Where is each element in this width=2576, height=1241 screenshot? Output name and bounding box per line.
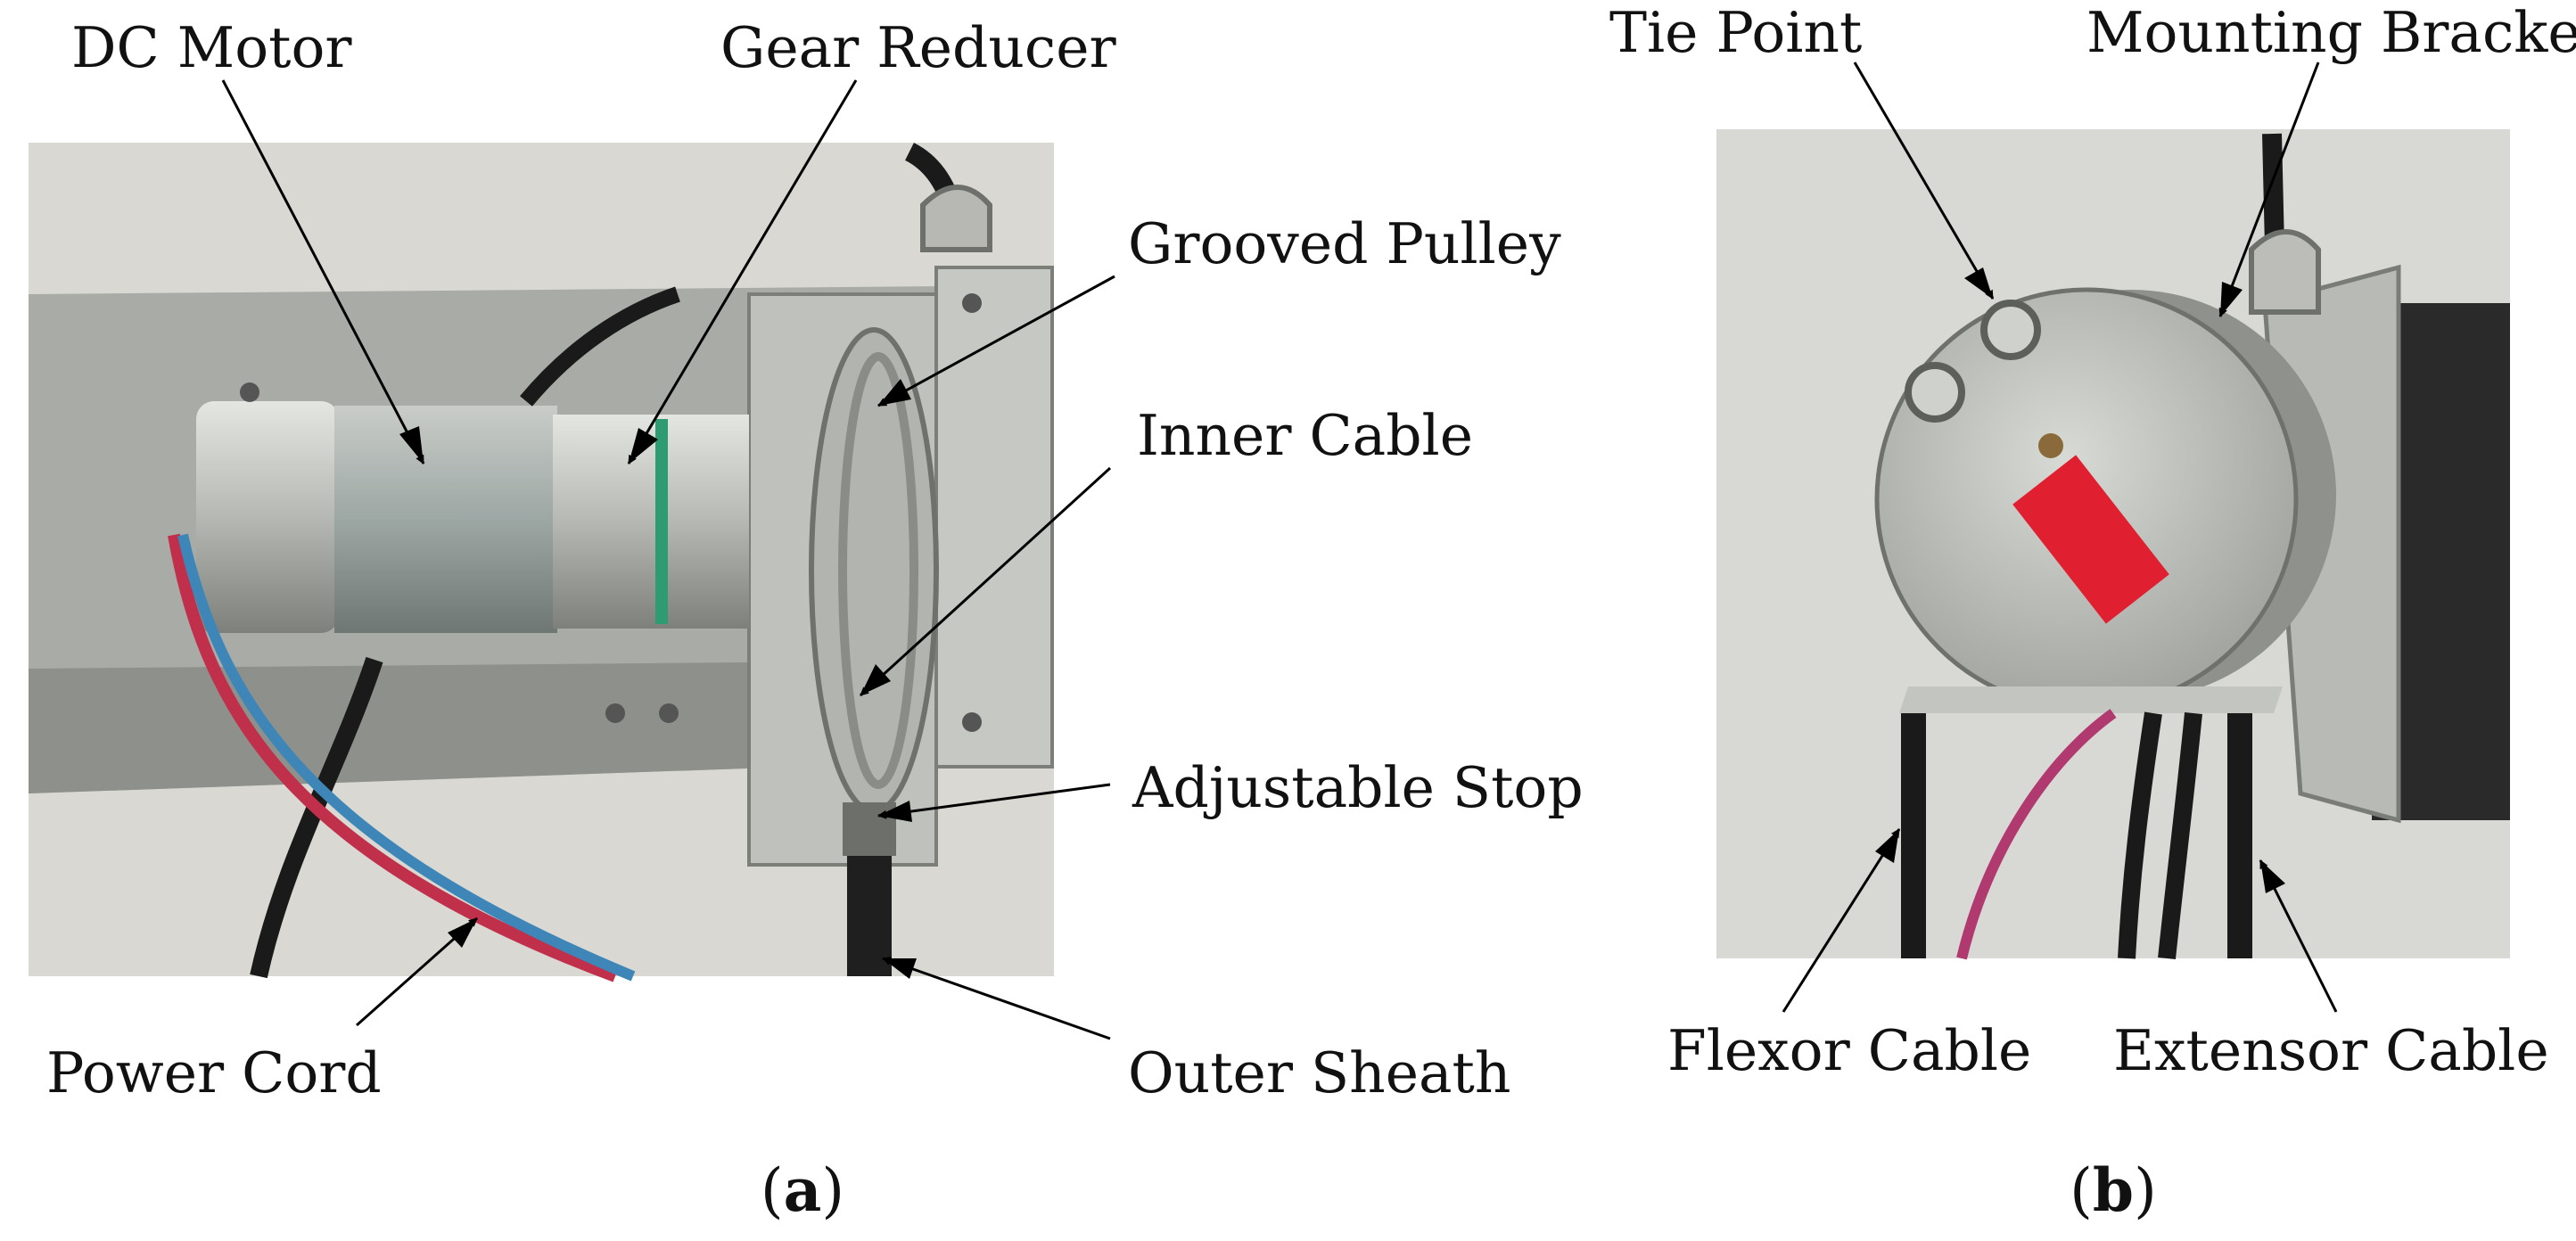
center-pin bbox=[2038, 433, 2063, 458]
label-extensor-cable: Extensor Cable bbox=[2113, 1018, 2549, 1083]
caption-b: (b) bbox=[2070, 1155, 2157, 1225]
label-outer-sheath: Outer Sheath bbox=[1128, 1040, 1510, 1105]
photo-b bbox=[1716, 129, 2510, 960]
arrowhead bbox=[1875, 829, 1899, 863]
extensor-sheath bbox=[2227, 713, 2252, 958]
base-plate-b bbox=[1899, 686, 2283, 713]
labels-a: DC Motor Gear Reducer Grooved Pulley Inn… bbox=[46, 15, 1584, 1105]
arrowhead bbox=[629, 428, 658, 464]
arrowhead bbox=[2220, 282, 2243, 316]
label-grooved-pulley: Grooved Pulley bbox=[1128, 211, 1561, 276]
green-stripe bbox=[655, 419, 668, 624]
leader-mounting-bracket bbox=[2218, 62, 2320, 317]
arrowhead bbox=[1964, 267, 1993, 299]
motor-rear-cap bbox=[196, 401, 339, 633]
photo-a bbox=[29, 143, 1054, 982]
leader-inner-cable bbox=[859, 466, 1112, 697]
flexor-sheath bbox=[1901, 713, 1926, 958]
bracket-side-a bbox=[934, 266, 1054, 768]
label-adjustable-stop: Adjustable Stop bbox=[1132, 755, 1584, 820]
caption-b-letter: b bbox=[2093, 1155, 2134, 1225]
red-tag bbox=[2012, 455, 2169, 624]
leaders bbox=[221, 62, 2338, 1040]
tie-point-hole-2 bbox=[1905, 362, 1965, 423]
arrowhead bbox=[883, 958, 917, 979]
screw bbox=[605, 703, 625, 723]
arrowhead bbox=[2260, 860, 2285, 893]
twisted-wire-b bbox=[1956, 709, 2117, 960]
leader-flexor-cable bbox=[1782, 828, 1901, 1013]
d-ring-b bbox=[2249, 229, 2321, 315]
leader-dc-motor bbox=[221, 79, 425, 464]
arrowhead bbox=[878, 379, 911, 406]
tie-point-hole-1 bbox=[1980, 300, 2041, 360]
label-flexor-cable: Flexor Cable bbox=[1667, 1018, 2031, 1083]
arrowhead bbox=[448, 918, 477, 948]
leader-grooved-pulley bbox=[877, 275, 1115, 407]
adjustable-stop-shape bbox=[843, 802, 896, 856]
label-power-cord: Power Cord bbox=[46, 1040, 382, 1105]
label-inner-cable: Inner Cable bbox=[1137, 403, 1473, 468]
screw bbox=[659, 703, 679, 723]
black-cable-b1 bbox=[2118, 711, 2162, 959]
arrowhead bbox=[399, 426, 424, 464]
d-ring-a bbox=[920, 185, 992, 252]
leader-gear-reducer bbox=[627, 79, 858, 464]
screw bbox=[962, 293, 982, 313]
screw bbox=[962, 712, 982, 732]
leader-outer-sheath bbox=[882, 957, 1111, 1040]
label-tie-point: Tie Point bbox=[1609, 0, 1862, 65]
dc-motor-body bbox=[334, 406, 557, 633]
pulley-groove bbox=[838, 352, 918, 789]
label-gear-reducer: Gear Reducer bbox=[720, 15, 1116, 80]
power-cord-blue bbox=[177, 533, 636, 982]
gear-reducer-body bbox=[553, 415, 749, 629]
label-mounting-bracket: Mounting Bracket bbox=[2086, 0, 2576, 65]
leader-adjustable-stop bbox=[877, 783, 1111, 819]
caption-a: (a) bbox=[761, 1155, 844, 1225]
power-cord-red bbox=[168, 533, 618, 982]
arrowhead bbox=[878, 801, 912, 822]
labels-b: Tie Point Mounting Bracket Flexor Cable … bbox=[1609, 0, 2576, 1083]
black-cable-b2 bbox=[2158, 712, 2202, 960]
arrowhead bbox=[860, 664, 891, 695]
leader-tie-point bbox=[1853, 62, 1995, 300]
caption-a-letter: a bbox=[784, 1155, 822, 1225]
black-cable-top bbox=[520, 286, 680, 407]
screw bbox=[240, 382, 259, 402]
outer-sheath-shape bbox=[847, 838, 892, 976]
label-dc-motor: DC Motor bbox=[71, 15, 352, 80]
arrowheads bbox=[399, 267, 2285, 979]
